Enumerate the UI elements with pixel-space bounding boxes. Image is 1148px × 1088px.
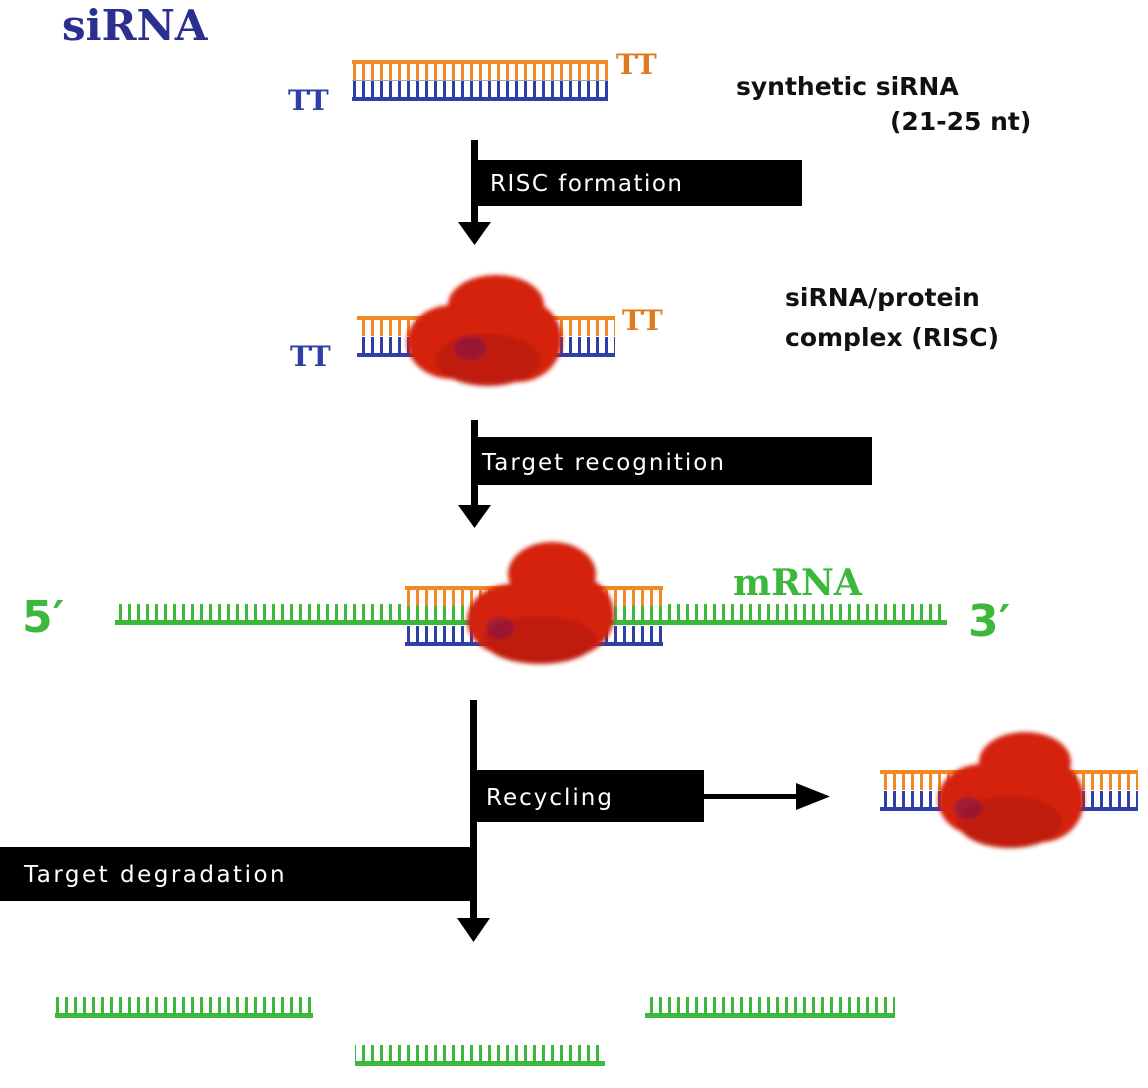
mrna-fragment-left [55,997,313,1018]
risc-protein [407,275,562,386]
step-box-target-degradation [0,847,475,901]
overhang-label-sense-risc: TT [622,304,663,337]
risc-complex-label-line1: siRNA/protein [785,283,980,312]
risc-protein-bound [467,542,614,664]
step-box-recycling [474,770,704,822]
mrna-fragment-right [645,997,895,1018]
arrow-recycling [704,783,830,810]
step-label-target-recognition: Target recognition [481,450,726,476]
step-label-target-degradation: Target degradation [23,862,287,888]
step-label-recycling: Recycling [486,785,614,811]
overhang-label-sense: TT [616,48,657,81]
step-label-risc-formation: RISC formation [490,171,684,197]
arrow-target-degradation [457,700,490,942]
overhang-label-antisense: TT [288,84,329,117]
three-prime-label: 3′ [968,596,1010,647]
step-box-target-recognition [476,437,872,485]
step-box-risc-formation [476,160,802,206]
arrow-risc-formation [458,140,491,245]
five-prime-label: 5′ [22,592,64,643]
diagram-title: siRNA [62,1,209,50]
overhang-label-antisense-risc: TT [290,340,331,373]
synthetic-sirna-label: synthetic siRNA [736,72,959,101]
mrna-label: mRNA [733,562,863,604]
mrna-fragment-center [355,1045,605,1066]
arrow-target-recognition [458,420,491,528]
risc-complex-label-line2: complex (RISC) [785,323,999,352]
recycled-risc-protein [938,732,1084,848]
synthetic-sirna-length: (21-25 nt) [890,107,1031,136]
synthetic-sirna-duplex [352,60,608,101]
